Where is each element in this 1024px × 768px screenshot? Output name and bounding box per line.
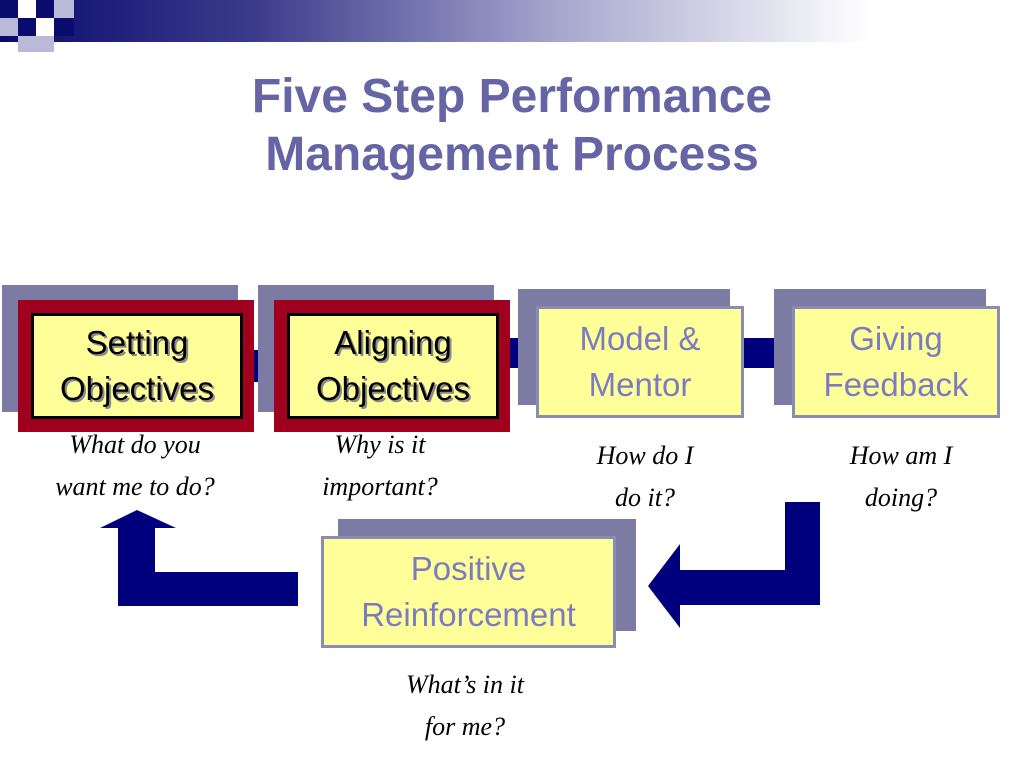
- loop-arrow-icon: [100, 510, 298, 606]
- question-line: How do I: [596, 441, 694, 470]
- step-positive-reinforcement: Positive Reinforcement: [321, 536, 616, 648]
- step-setting-objectives: Setting Objectives: [31, 313, 243, 419]
- step-label-line: Mentor: [588, 366, 692, 403]
- step-label-line: Setting: [85, 324, 189, 361]
- step-question: What do you want me to do?: [10, 424, 260, 508]
- question-line: How am I: [849, 441, 953, 470]
- header-square: [36, 0, 54, 18]
- header-square: [36, 36, 54, 52]
- question-line: important?: [322, 472, 438, 501]
- question-line: Why is it: [334, 430, 426, 459]
- return-arrow-icon: [648, 502, 820, 628]
- step-question: How do I do it?: [530, 435, 760, 519]
- header-spacer: [0, 42, 1024, 52]
- step-question: Why is it important?: [268, 424, 492, 508]
- title-line: Five Step Performance: [251, 70, 773, 123]
- step-model-mentor: Model & Mentor: [536, 306, 744, 418]
- step-label-line: Aligning: [334, 324, 452, 361]
- header-square: [0, 0, 18, 18]
- step-giving-feedback: Giving Feedback: [792, 306, 1000, 418]
- question-line: for me?: [424, 712, 506, 741]
- header-square: [36, 18, 54, 36]
- step-label-line: Reinforcement: [361, 596, 576, 633]
- question-line: doing?: [864, 483, 938, 512]
- step-label-line: Giving: [849, 320, 943, 357]
- step-label-line: Objectives: [315, 370, 471, 407]
- step-question: How am I doing?: [786, 435, 1016, 519]
- header-square: [0, 18, 18, 36]
- header-square: [18, 18, 36, 36]
- header-gradient-bar: [0, 0, 1024, 42]
- header-square: [18, 36, 36, 52]
- header-square: [54, 18, 74, 36]
- question-line: do it?: [615, 483, 675, 512]
- slide-title: Five Step Performance Management Process: [0, 68, 1024, 184]
- step-label-line: Feedback: [823, 366, 969, 403]
- step-aligning-objectives: Aligning Objectives: [287, 313, 499, 419]
- question-line: want me to do?: [55, 472, 215, 501]
- step-question: What’s in it for me?: [340, 664, 590, 748]
- step-label-line: Objectives: [59, 370, 215, 407]
- step-label-line: Positive: [410, 550, 527, 587]
- question-line: What do you: [69, 430, 201, 459]
- header-square: [18, 0, 36, 18]
- title-line: Management Process: [265, 128, 759, 181]
- question-line: What’s in it: [406, 670, 524, 699]
- step-label-line: Model &: [579, 320, 701, 357]
- header-square: [54, 0, 74, 18]
